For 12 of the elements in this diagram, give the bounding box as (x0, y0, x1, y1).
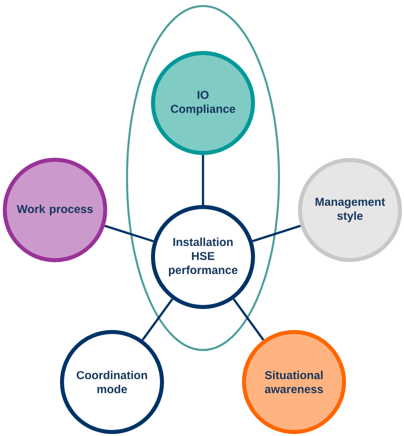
circle-node: Installation HSE performance (151, 205, 255, 309)
circle-node: Work process (2, 158, 108, 262)
connector-line (142, 298, 174, 341)
connector-line (202, 155, 204, 205)
circle-node: Situational awareness (242, 330, 346, 434)
circle-node: Coordination mode (60, 330, 164, 434)
circle-node: Management style (298, 158, 402, 262)
connector-line (104, 224, 154, 242)
grouping-ellipse (126, 5, 280, 351)
circle-node: IO Compliance (151, 51, 255, 155)
connector-line (232, 298, 264, 341)
connector-line (252, 224, 301, 242)
